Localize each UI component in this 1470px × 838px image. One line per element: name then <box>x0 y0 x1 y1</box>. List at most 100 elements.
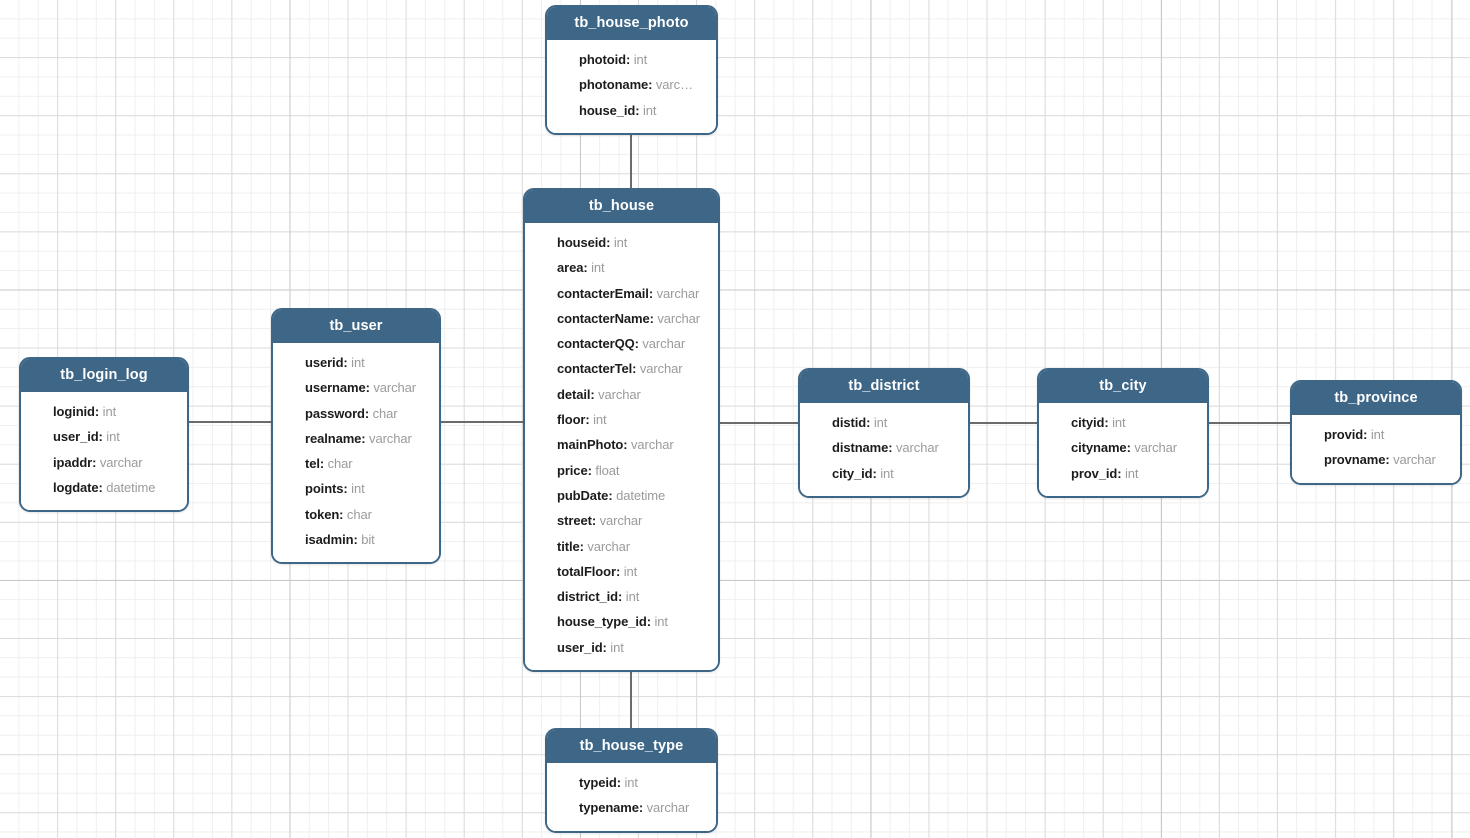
field-name: provname <box>1324 452 1386 468</box>
entity-title-tb_district[interactable]: tb_district <box>800 370 968 403</box>
field-row[interactable]: distname: varchar <box>800 435 968 460</box>
field-row[interactable]: userid: int <box>273 350 439 375</box>
field-type: varchar <box>598 386 641 402</box>
entity-title-tb_province[interactable]: tb_province <box>1292 382 1460 415</box>
field-type: varc… <box>655 77 693 93</box>
field-separator: : <box>585 412 594 428</box>
field-row[interactable]: realname: varchar <box>273 426 439 451</box>
field-row[interactable]: username: varchar <box>273 375 439 400</box>
field-name: floor <box>557 412 586 428</box>
field-row[interactable]: isadmin: bit <box>273 527 439 552</box>
field-row[interactable]: user_id: int <box>525 635 718 660</box>
field-name: district_id <box>557 589 619 605</box>
field-separator: : <box>364 405 373 421</box>
link-house-photo-to-house[interactable] <box>630 130 632 188</box>
field-row[interactable]: houseid: int <box>525 230 718 255</box>
field-row[interactable]: photoid: int <box>547 47 716 72</box>
field-row[interactable]: photoname: varc… <box>547 72 716 97</box>
field-row[interactable]: provname: varchar <box>1292 447 1460 472</box>
field-type: int <box>351 481 365 497</box>
field-row[interactable]: contacterEmail: varchar <box>525 281 718 306</box>
field-name: distid <box>832 415 867 430</box>
field-separator: : <box>1363 427 1371 442</box>
field-separator: : <box>623 437 632 453</box>
field-row[interactable]: house_id: int <box>547 98 716 123</box>
field-name: street <box>557 513 592 529</box>
field-row[interactable]: pubDate: datetime <box>525 483 718 508</box>
field-name: detail <box>557 386 591 402</box>
field-separator: : <box>602 639 611 655</box>
field-row[interactable]: contacterName: varchar <box>525 306 718 331</box>
field-row[interactable]: title: varchar <box>525 534 718 559</box>
field-type: varchar <box>369 430 412 446</box>
field-name: pubDate <box>557 487 609 503</box>
field-row[interactable]: distid: int <box>800 410 968 435</box>
field-row[interactable]: contacterTel: varchar <box>525 356 718 381</box>
field-separator: : <box>888 440 897 456</box>
field-row[interactable]: detail: varchar <box>525 382 718 407</box>
field-row[interactable]: area: int <box>525 255 718 280</box>
field-row[interactable]: cityname: varchar <box>1039 435 1207 460</box>
field-name: totalFloor <box>557 563 616 579</box>
field-row[interactable]: cityid: int <box>1039 410 1207 435</box>
link-house-to-district[interactable] <box>720 422 798 424</box>
field-row[interactable]: street: varchar <box>525 508 718 533</box>
field-row[interactable]: logdate: datetime <box>21 475 187 500</box>
field-type: bit <box>361 532 375 548</box>
field-row[interactable]: house_type_id: int <box>525 609 718 634</box>
link-district-to-city[interactable] <box>970 422 1037 424</box>
field-row[interactable]: typename: varchar <box>547 795 716 820</box>
entity-title-tb_house_type[interactable]: tb_house_type <box>547 730 716 763</box>
field-name: password <box>305 405 365 421</box>
field-row[interactable]: user_id: int <box>21 424 187 449</box>
link-user-to-house[interactable] <box>441 421 523 423</box>
field-row[interactable]: mainPhoto: varchar <box>525 432 718 457</box>
field-name: city_id <box>832 465 873 481</box>
link-login-log-to-user[interactable] <box>189 421 271 423</box>
field-row[interactable]: contacterQQ: varchar <box>525 331 718 356</box>
field-row[interactable]: totalFloor: int <box>525 559 718 584</box>
field-type: int <box>1125 465 1139 481</box>
field-row[interactable]: token: char <box>273 502 439 527</box>
field-name: photoid <box>579 52 626 67</box>
field-row[interactable]: district_id: int <box>525 584 718 609</box>
field-row[interactable]: password: char <box>273 401 439 426</box>
field-row[interactable]: city_id: int <box>800 461 968 486</box>
entity-title-tb_house[interactable]: tb_house <box>525 190 718 223</box>
entity-title-tb_city[interactable]: tb_city <box>1039 370 1207 403</box>
field-row[interactable]: provid: int <box>1292 422 1460 447</box>
field-row[interactable]: loginid: int <box>21 399 187 424</box>
field-separator: : <box>618 589 626 605</box>
entity-title-tb_user[interactable]: tb_user <box>273 310 439 343</box>
field-row[interactable]: prov_id: int <box>1039 461 1207 486</box>
field-type: varchar <box>631 437 674 453</box>
field-type: varchar <box>587 538 631 554</box>
field-name: points <box>305 481 344 497</box>
field-separator: : <box>579 538 588 554</box>
entity-title-tb_login_log[interactable]: tb_login_log <box>21 359 187 392</box>
field-row[interactable]: ipaddr: varchar <box>21 450 187 475</box>
field-row[interactable]: price: float <box>525 458 718 483</box>
field-row[interactable]: tel: char <box>273 451 439 476</box>
link-city-to-province[interactable] <box>1209 422 1290 424</box>
field-row[interactable]: floor: int <box>525 407 718 432</box>
field-name: contacterTel <box>557 361 633 377</box>
field-row[interactable]: typeid: int <box>547 770 716 795</box>
link-house-to-house-type[interactable] <box>630 667 632 728</box>
field-separator: : <box>353 532 362 548</box>
field-separator: : <box>365 380 374 396</box>
field-row[interactable]: points: int <box>273 476 439 501</box>
entity-title-tb_house_photo[interactable]: tb_house_photo <box>547 7 716 40</box>
field-separator: : <box>648 285 657 301</box>
